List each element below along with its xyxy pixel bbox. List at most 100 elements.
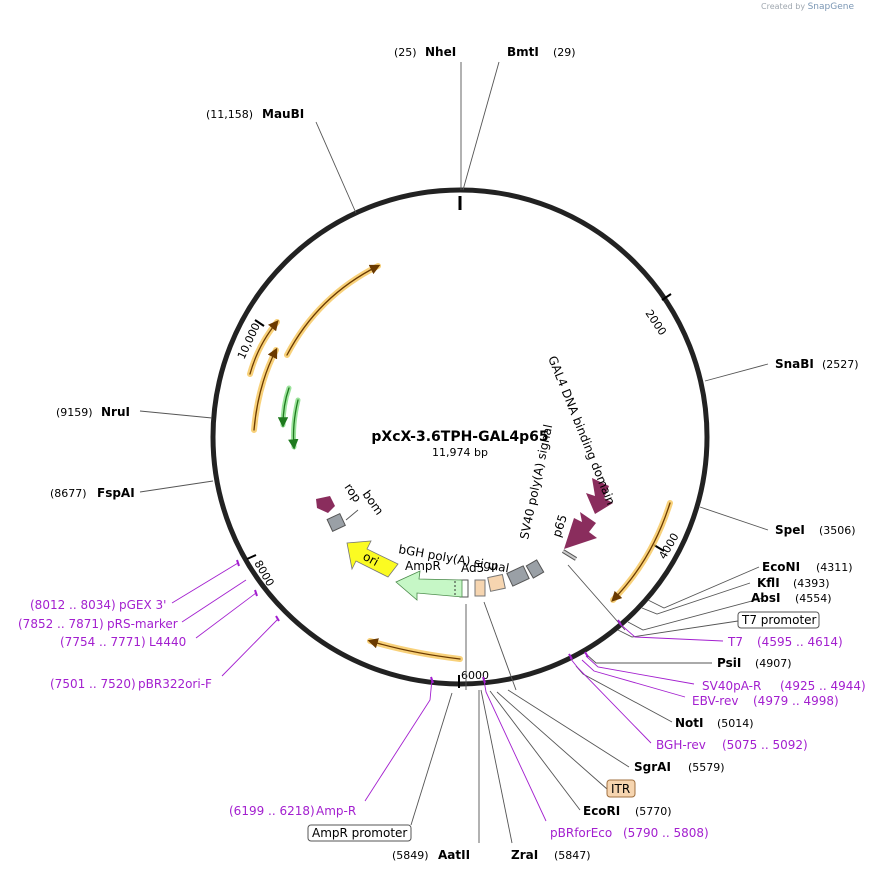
ampr-arrow [395,570,463,601]
sgrai-label: SgrAI [634,760,671,774]
absi-line [627,597,764,631]
l4440-line [195,592,257,639]
ampr-promoter-box [307,824,412,842]
ebvrev-range: (4979 .. 4998) [753,694,839,708]
feature-arc-bottom-arrow [367,638,461,660]
ecori-inner-line [483,601,517,691]
sgrai-pos: (5579) [688,761,725,774]
pbr-line [221,618,279,677]
zrai-pos: (5847) [554,849,591,862]
ampr-primer-mark [430,676,434,684]
watermark-created-by: Created by [761,2,806,11]
prs-line [181,579,247,623]
sv40-feature-inner [562,550,577,560]
kfli-pos: (4393) [793,577,830,590]
rop-label: rop [342,481,365,505]
t7-line [619,623,724,642]
nrui-pos: (9159) [56,406,93,419]
ad5-label: Ad5 Ψ [461,561,498,575]
rop-box [326,512,346,532]
sv40par-label: SV40pA-R [702,679,761,693]
tick-2000-mark [661,293,672,301]
bmti-pos: (29) [553,46,576,59]
spei-pos: (3506) [819,524,856,537]
nrui-label: NruI [101,405,130,419]
noti-pos: (5014) [717,717,754,730]
t7-mark [617,619,622,626]
econi-line [647,566,760,609]
pgex-range: (8012 .. 8034) [30,598,116,612]
pgex-line [171,562,239,604]
t7prom-line [617,620,739,638]
sv40par-range: (4925 .. 4944) [780,679,866,693]
pbrforeco-label: pBRforEco [550,826,612,840]
maubi-pos: (11,158) [206,108,253,121]
feature-green-1-arrow [277,387,290,428]
psii-label: PsiI [717,656,741,670]
feature-arc-left-1-arrow [249,319,279,375]
t7-range: (4595 .. 4614) [757,635,843,649]
ad5-box-2 [487,573,506,592]
bmti-line [462,61,500,191]
pbrforeco-range: (5790 .. 5808) [623,826,709,840]
p65-arrow [564,512,597,549]
kfli-line [641,582,751,615]
ebvrev-line [581,659,686,698]
nhei-pos: (25) [394,46,417,59]
feature-green-2-arrow [288,399,299,450]
gal4-arrow [586,478,613,514]
tick-4000-mark [653,544,665,552]
pbr-mark [275,615,280,622]
snapgene-logo: SnapGene [807,2,854,12]
pbr-range: (7501 .. 7520) [50,677,136,691]
ori-label: ori [361,549,381,569]
l4440-range: (7754 .. 7771) [60,635,146,649]
feature-arc-left-2-arrow [253,347,278,431]
noti-label: NotI [675,716,704,730]
fspai-pos: (8677) [50,487,87,500]
feature-arc-top [284,263,381,358]
maubi-line [315,121,357,214]
grey-box-2 [525,559,545,579]
bom-label: bom [360,488,387,518]
ampr-primer-range: (6199 .. 6218) [229,804,315,818]
ampr-primer-label: Amp-R [316,804,356,818]
snabi-pos: (2527) [822,358,859,371]
tick-8000-mark [246,554,257,560]
bmti-label: BmtI [507,45,539,59]
plasmid-size: 11,974 bp [432,446,488,459]
p65-label: p65 [550,513,570,539]
ampr-label: AmpR [405,559,441,573]
fspai-label: FspAI [97,486,135,500]
ebvrev-label: EBV-rev [692,694,738,708]
nrui-line [139,410,213,419]
snabi-label: SnaBI [775,357,814,371]
psii-line [585,653,712,664]
watermark: Created by SnapGene [761,2,854,12]
econi-label: EcoNI [762,560,800,574]
ad5-box-1 [474,579,486,597]
feature-arc-top-arrow [286,264,381,356]
ecori-pos: (5770) [635,805,672,818]
ampr-promoter-label: AmpR promoter [312,826,407,840]
kfli-label: KflI [757,576,780,590]
nhei-label: NheI [425,45,456,59]
feature-arc-right-arrow [611,502,671,602]
sv40-inner-line [567,564,626,631]
rop-inner-line [345,509,359,521]
prs-range: (7852 .. 7871) [18,617,104,631]
maubi-label: MauBI [262,107,304,121]
itr-box [606,779,636,798]
tick-10000-mark [254,319,265,327]
itr-label: ITR [611,782,630,796]
absi-label: AbsI [751,591,780,605]
spei-label: SpeI [775,523,805,537]
fspai-line [139,480,214,493]
aatii-pos: (5849) [392,849,429,862]
noti-line [575,665,673,723]
amprprom-line [410,692,453,826]
ampr-primer-line [364,678,433,802]
ecori-line [489,690,581,811]
sv40par-line [585,655,695,685]
